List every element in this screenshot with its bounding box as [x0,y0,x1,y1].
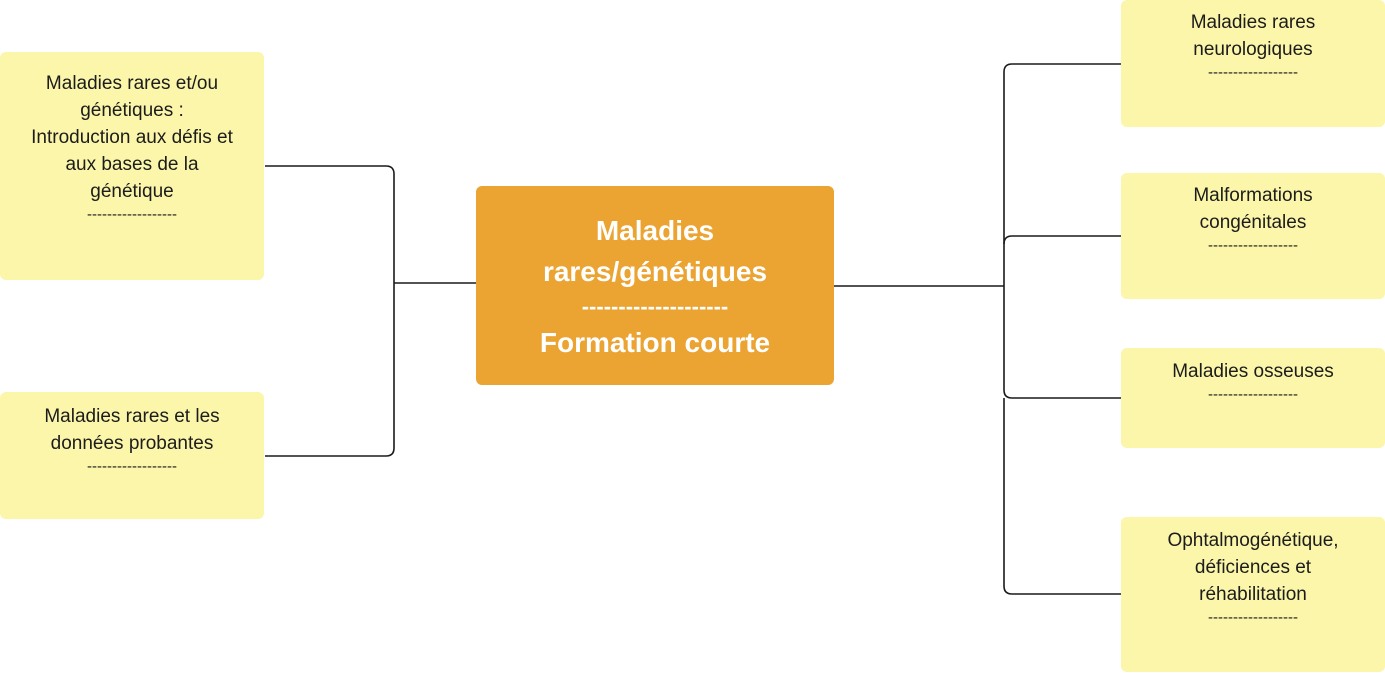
node-separator: ------------------ [1208,386,1298,403]
node-title: Ophtalmogénétique, déficiences et réhabi… [1167,530,1339,605]
center-separator: -------------------- [581,294,729,319]
node-separator: ------------------ [87,206,177,223]
node-title: Malformations congénitales [1193,185,1313,233]
connector-left-top [265,165,395,283]
connector-right-4 [1003,398,1121,595]
center-node[interactable]: Maladies rares/génétiques --------------… [476,186,834,385]
center-title: Maladies rares/génétiques [542,215,768,287]
center-subtitle: Formation courte [539,327,771,358]
node-separator: ------------------ [1208,609,1298,626]
right-node-osseuses[interactable]: Maladies osseuses ------------------ [1121,348,1385,448]
node-title: Maladies rares et/ou génétiques : Introd… [31,73,233,202]
right-node-malformations[interactable]: Malformations congénitales -------------… [1121,173,1385,299]
connector-left-bottom [265,283,395,457]
left-node-donnees-probantes[interactable]: Maladies rares et les données probantes … [0,392,264,519]
node-separator: ------------------ [87,458,177,475]
node-separator: ------------------ [1208,237,1298,254]
node-separator: ------------------ [1208,64,1298,81]
connector-right-2 [1003,235,1121,245]
connector-right-3 [1003,286,1121,399]
node-title: Maladies osseuses [1172,361,1334,382]
connector-right-1 [1003,63,1121,286]
left-node-introduction[interactable]: Maladies rares et/ou génétiques : Introd… [0,52,264,280]
right-node-ophtalmogenetique[interactable]: Ophtalmogénétique, déficiences et réhabi… [1121,517,1385,672]
node-title: Maladies rares et les données probantes [44,406,220,454]
right-node-neurologiques[interactable]: Maladies rares neurologiques -----------… [1121,0,1385,127]
node-title: Maladies rares neurologiques [1190,12,1316,60]
